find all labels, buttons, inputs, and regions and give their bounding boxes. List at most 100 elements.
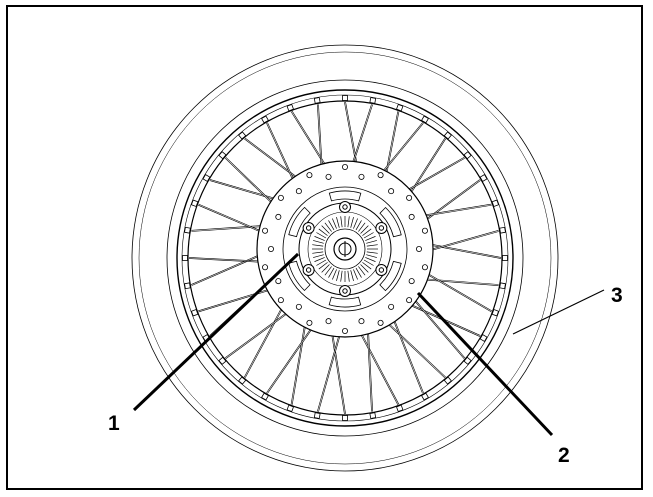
disc-bolt-center bbox=[378, 225, 385, 231]
hub-spline bbox=[355, 220, 362, 231]
spoke-nipple bbox=[396, 404, 404, 413]
disc-hole bbox=[267, 245, 274, 252]
hub-spline bbox=[316, 259, 327, 266]
spoke-nipple bbox=[463, 356, 472, 365]
disc-hole bbox=[408, 278, 415, 285]
callout-label-3: 3 bbox=[611, 284, 623, 307]
spoke-nipples bbox=[182, 95, 508, 421]
hub-spline bbox=[366, 251, 378, 254]
callout-label-2: 2 bbox=[558, 444, 570, 467]
hub-splines bbox=[312, 216, 378, 282]
disc-bolt-center bbox=[342, 288, 348, 294]
hub-spline bbox=[328, 267, 335, 278]
spoke-nipple bbox=[369, 97, 377, 104]
disc-hole bbox=[275, 278, 282, 285]
spoke-nipple bbox=[479, 334, 488, 342]
spoke-nipple bbox=[238, 376, 247, 385]
hub-spline bbox=[340, 216, 343, 228]
spoke-nipple bbox=[184, 226, 191, 234]
disc-cutout bbox=[379, 206, 402, 238]
leader-line-1 bbox=[132, 252, 300, 412]
hub-spline bbox=[314, 236, 325, 241]
disc-bolt-center bbox=[305, 225, 312, 231]
spoke-nipple bbox=[342, 95, 348, 101]
disc-bolt-center bbox=[342, 204, 348, 210]
hub-spline bbox=[313, 254, 324, 258]
hub-spline bbox=[314, 257, 325, 262]
hub-spline bbox=[365, 236, 376, 241]
hub-spline bbox=[355, 267, 362, 278]
spoke-nipple bbox=[313, 412, 321, 419]
spoke-nipple bbox=[286, 404, 294, 413]
disc-hole bbox=[388, 188, 395, 195]
hub-spline bbox=[353, 269, 358, 280]
disc-hole bbox=[358, 173, 365, 180]
disc-hole bbox=[277, 297, 284, 304]
disc-hole bbox=[275, 213, 282, 220]
disc-hole bbox=[295, 188, 302, 195]
spoke-nipple bbox=[190, 199, 199, 207]
spoke-nipple bbox=[184, 282, 191, 290]
spoke-nipple bbox=[479, 174, 488, 182]
disc-hole bbox=[277, 194, 284, 201]
spoke-nipple bbox=[238, 131, 247, 140]
spoke-nipple bbox=[342, 415, 348, 421]
spoke-nipple bbox=[286, 103, 294, 112]
hub-spline bbox=[360, 264, 369, 273]
hub-spline bbox=[340, 270, 343, 282]
disc-hole bbox=[388, 303, 395, 310]
disc-bolts bbox=[302, 201, 388, 297]
spoke-nipple bbox=[190, 309, 199, 317]
disc-hole bbox=[325, 173, 332, 180]
spoke-nipple bbox=[443, 376, 452, 385]
hub-spline bbox=[353, 218, 358, 229]
spoke-nipple bbox=[218, 356, 227, 365]
hub bbox=[298, 201, 392, 297]
hub-spline bbox=[363, 259, 374, 266]
spoke-nipple bbox=[369, 412, 377, 419]
hub-spline bbox=[363, 232, 374, 239]
leader-line-3 bbox=[512, 289, 605, 335]
spoke-nipple bbox=[463, 151, 472, 160]
spoke-nipple bbox=[491, 309, 500, 317]
leader-line-2 bbox=[416, 291, 554, 437]
spoke-nipple bbox=[218, 151, 227, 160]
disc-hole bbox=[341, 327, 348, 334]
disc-hole bbox=[415, 245, 422, 252]
hub-spline bbox=[347, 216, 350, 228]
spoke-nipple bbox=[202, 174, 211, 182]
disc-hole bbox=[377, 172, 384, 179]
spoke-nipple bbox=[502, 255, 508, 261]
hub-spline bbox=[358, 222, 366, 232]
disc-bolt-center bbox=[305, 267, 312, 273]
hub-spline bbox=[318, 262, 328, 270]
hub-spline bbox=[313, 240, 324, 244]
spoke-nipple bbox=[491, 199, 500, 207]
hub-spline bbox=[324, 222, 332, 232]
spoke-nipple bbox=[421, 115, 429, 124]
hub-spline bbox=[312, 251, 324, 254]
disc-hole bbox=[421, 264, 428, 271]
disc-bolt-center bbox=[378, 267, 385, 273]
spoke-nipple bbox=[182, 255, 188, 261]
disc-hole bbox=[325, 318, 332, 325]
hub-spline bbox=[328, 220, 335, 231]
hub-spline bbox=[347, 270, 350, 282]
spoke-nipple bbox=[499, 282, 506, 290]
hub-spline bbox=[360, 225, 369, 234]
disc-cutout bbox=[288, 206, 311, 238]
hub-spline bbox=[365, 257, 376, 262]
disc-hole bbox=[262, 264, 269, 271]
hub-spline bbox=[366, 254, 377, 258]
disc-cutout bbox=[328, 190, 362, 202]
hub-spline bbox=[318, 228, 328, 236]
disc-hole bbox=[358, 318, 365, 325]
spoke-nipple bbox=[421, 392, 429, 401]
spoke-nipple bbox=[313, 97, 321, 104]
spoke-nipple bbox=[443, 131, 452, 140]
hub-spline bbox=[350, 270, 354, 281]
hub-spline bbox=[332, 269, 337, 280]
hub-spline bbox=[332, 218, 337, 229]
hub-spline bbox=[312, 244, 324, 247]
